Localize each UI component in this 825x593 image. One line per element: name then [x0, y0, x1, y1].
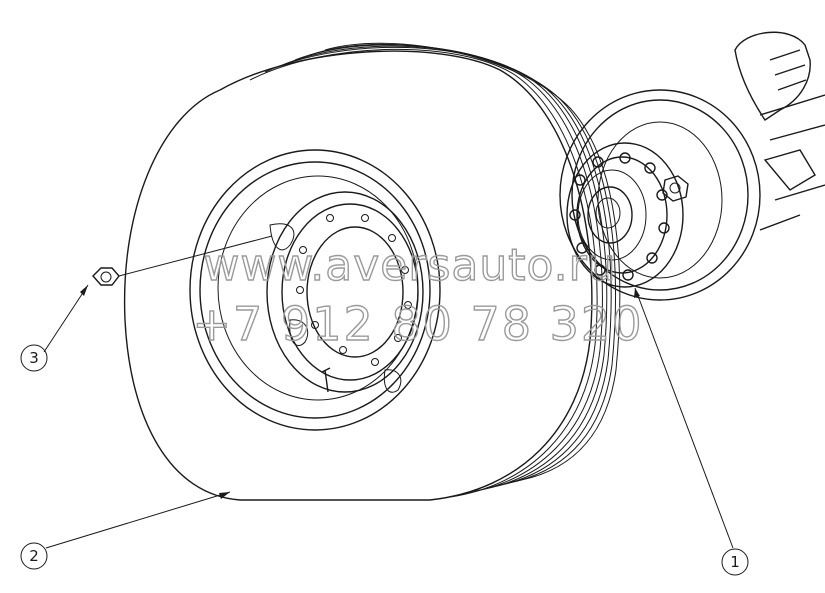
- callout-3-label: 3: [29, 349, 39, 367]
- axle-housing: [734, 31, 825, 231]
- callout-1-label: 1: [730, 553, 740, 571]
- tire: [123, 42, 621, 501]
- hub-studs: [569, 152, 670, 281]
- tire-treads: [249, 42, 621, 498]
- rim-bolt-holes: [296, 214, 412, 366]
- callout-1: 1: [721, 548, 749, 576]
- callout-2: 2: [20, 542, 48, 570]
- watermark-url: www.aversauto.ru: [203, 240, 616, 291]
- hub: [566, 142, 689, 288]
- wheel-rim: [189, 149, 441, 431]
- hub-nut: [662, 175, 689, 202]
- wheel-nut: [92, 235, 273, 286]
- callout-3: 3: [20, 344, 48, 372]
- leader-lines: [43, 284, 734, 549]
- callout-2-label: 2: [29, 547, 39, 565]
- watermark-phone: +7 912 80 78 320: [193, 297, 644, 351]
- valve-stem: [321, 367, 331, 393]
